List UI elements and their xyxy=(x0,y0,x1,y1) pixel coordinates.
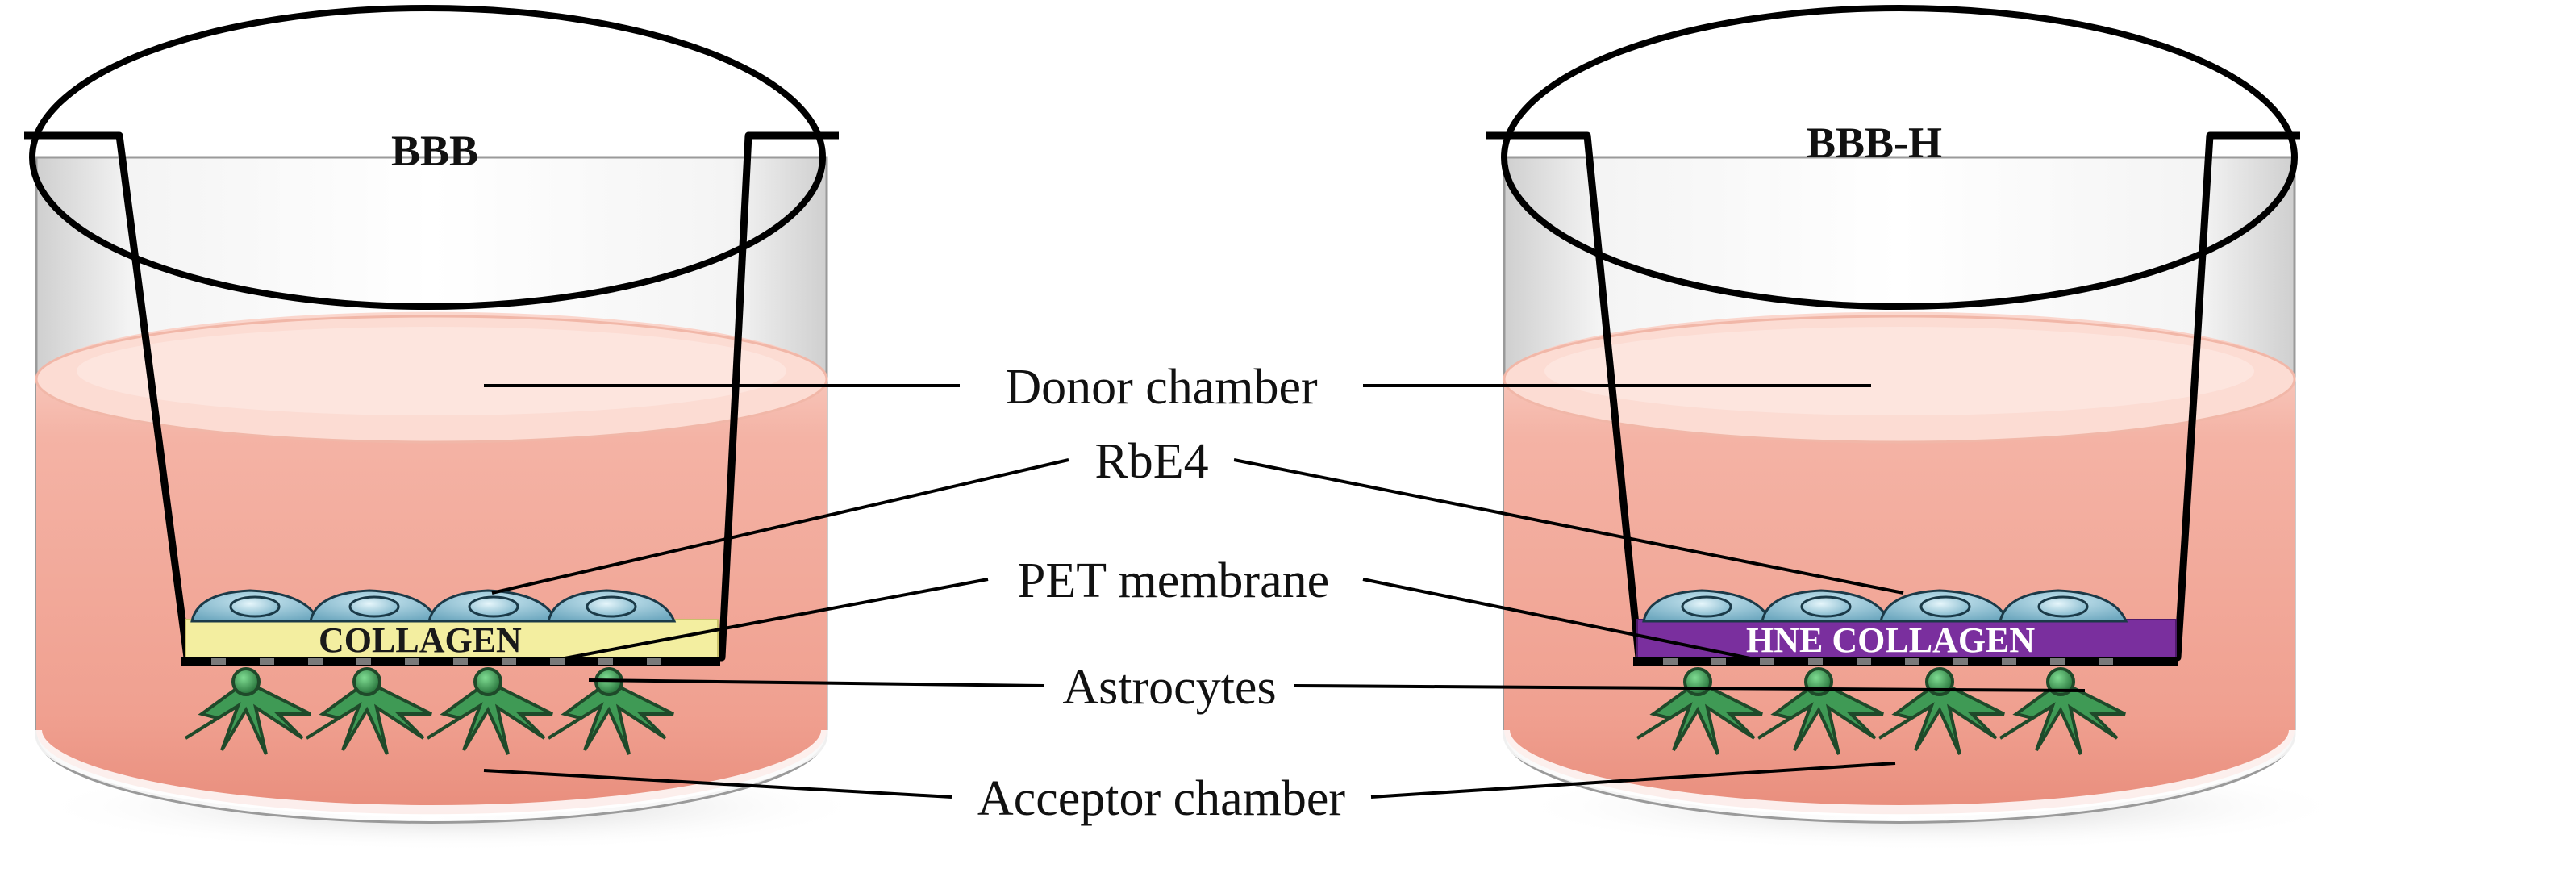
label-donor-chamber: Donor chamber xyxy=(1005,360,1318,415)
label-rbe4: RbE4 xyxy=(1094,434,1208,489)
acceptor-leader-left xyxy=(483,769,952,799)
astrocyte xyxy=(426,667,553,755)
rbe4-cells xyxy=(190,589,677,623)
coating-label: COLLAGEN xyxy=(319,620,522,660)
well-bbb: COLLAGEN xyxy=(24,5,871,851)
label-acceptor-chamber: Acceptor chamber xyxy=(977,771,1345,826)
medium-surface-highlight xyxy=(77,327,786,415)
cell-nucleus xyxy=(586,595,637,618)
cell-nucleus xyxy=(1800,595,1852,618)
rbe4-leader-left xyxy=(491,458,1069,595)
cell-nucleus xyxy=(229,595,281,618)
astrocytes-leader-left xyxy=(588,678,1045,687)
astrocytes xyxy=(1636,667,2126,755)
well-bottom-rim xyxy=(31,729,832,816)
cell-nucleus xyxy=(1681,595,1732,618)
leader-lines xyxy=(483,384,2086,799)
label-astrocytes: Astrocytes xyxy=(1062,660,1276,715)
astrocyte xyxy=(305,667,432,755)
astrocytes xyxy=(184,667,674,755)
rbe4-leader-right xyxy=(1233,458,1904,595)
well-title: BBB-H xyxy=(1807,119,1942,167)
coating-layer-hne-collagen xyxy=(1636,619,2177,659)
astrocytes-leader-right xyxy=(1294,684,2086,692)
well-bottom-rim xyxy=(1498,729,2300,816)
well-title: BBB xyxy=(391,127,478,175)
rbe4-cells xyxy=(1642,589,2128,623)
membrane-pores xyxy=(1663,658,2113,665)
well-top-rim xyxy=(29,5,826,310)
well-top-rim xyxy=(1501,5,2298,310)
pet-leader-right xyxy=(1362,578,1751,660)
astrocyte xyxy=(1999,667,2126,755)
cell-nucleus xyxy=(348,595,400,618)
acceptor-leader-right xyxy=(1370,762,1896,799)
well-bbb-h: HNE COLLAGEN xyxy=(1486,5,2351,851)
coating-label: HNE COLLAGEN xyxy=(1746,620,2035,660)
label-pet-membrane: PET membrane xyxy=(1018,553,1329,608)
membrane-pores xyxy=(211,658,661,665)
center-labels: Donor chamber RbE4 PET membrane Astrocyt… xyxy=(977,360,1345,826)
cell-nucleus xyxy=(468,595,519,618)
medium-surface-highlight xyxy=(1544,327,2254,415)
cell-nucleus xyxy=(1919,595,1971,618)
cell-nucleus xyxy=(2037,595,2089,618)
pet-leader-left xyxy=(564,578,989,660)
astrocyte xyxy=(184,667,311,755)
